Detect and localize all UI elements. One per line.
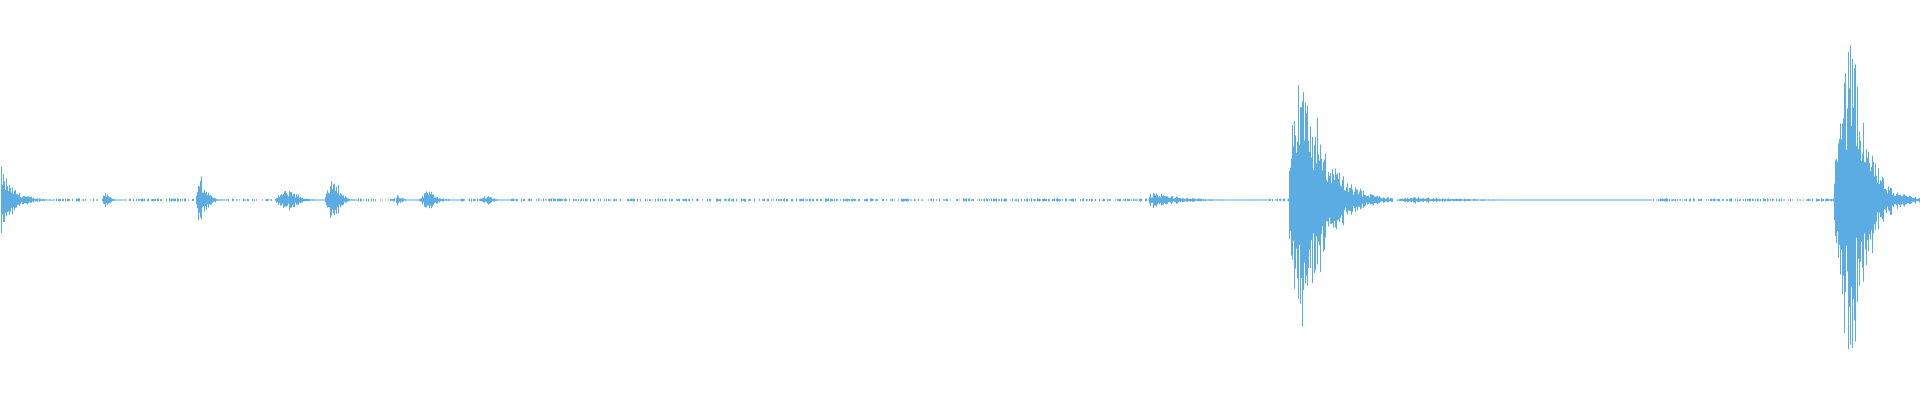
waveform-trace [1,45,1920,350]
waveform-samples [1,45,1920,350]
